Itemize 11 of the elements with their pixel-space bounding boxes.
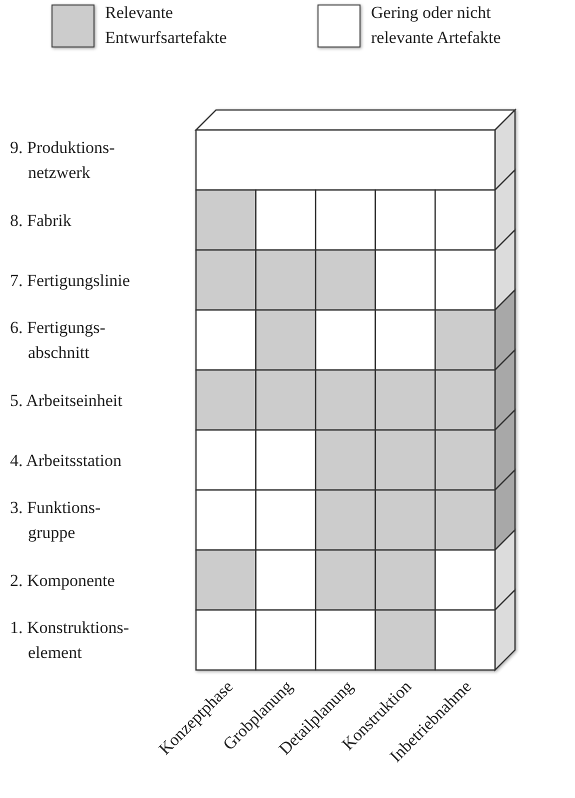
level-label: 7. Fertigungslinie (10, 270, 131, 292)
level-label: 5. Arbeitseinheit (10, 390, 124, 412)
level-label: 4. Arbeitsstation (10, 450, 122, 472)
level-label: 1. Konstruktions- element (10, 617, 130, 664)
legend-text: Gering oder nicht relevante Artefakte (371, 2, 502, 49)
level-label: 9. Produktions- netzwerk (10, 137, 116, 184)
level-label: 6. Fertigungs- abschnitt (10, 317, 106, 364)
level-label: 2. Komponente (10, 570, 116, 592)
level-label: 3. Funktions- gruppe (10, 497, 102, 544)
legend-text: Relevante Entwurfsartefakte (105, 2, 228, 49)
level-label: 8. Fabrik (10, 210, 72, 232)
